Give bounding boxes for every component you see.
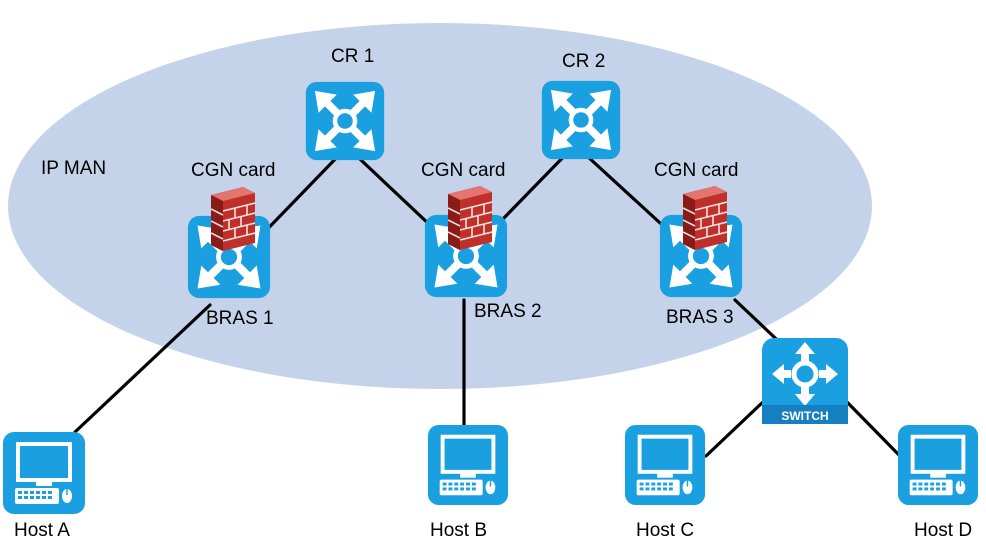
computer-icon-host-c [623,423,707,507]
computer-icon-host-b [426,423,510,507]
link-switch-hostd [843,398,902,458]
bras2-card-label: CGN card [421,160,506,181]
firewall-icon-bras2 [448,186,492,250]
firewall-icon-bras1 [211,187,255,251]
switch-badge: SWITCH [781,409,828,423]
computer-icon-host-a [1,430,87,516]
bras1-label: BRAS 1 [206,308,274,329]
computer-icon-host-d [896,423,980,507]
router-icon-cr1 [306,82,384,160]
cr1-label: CR 1 [331,46,375,67]
bras2-label: BRAS 2 [474,301,542,322]
bras3-card-label: CGN card [654,160,739,181]
host-d-label: Host D [914,520,973,541]
host-c-label: Host C [636,520,695,541]
bras1-card-label: CGN card [191,160,276,181]
cr2-label: CR 2 [562,51,606,72]
link-switch-hostc [704,398,767,458]
link-bras1-hosta [73,303,212,434]
region-label: IP MAN [41,158,107,179]
host-b-label: Host B [430,520,488,541]
firewall-icon-bras3 [683,186,727,250]
host-a-label: Host A [14,520,70,541]
bras3-label: BRAS 3 [666,307,734,328]
ip-man-region [8,23,872,389]
router-icon-cr2 [542,81,620,159]
